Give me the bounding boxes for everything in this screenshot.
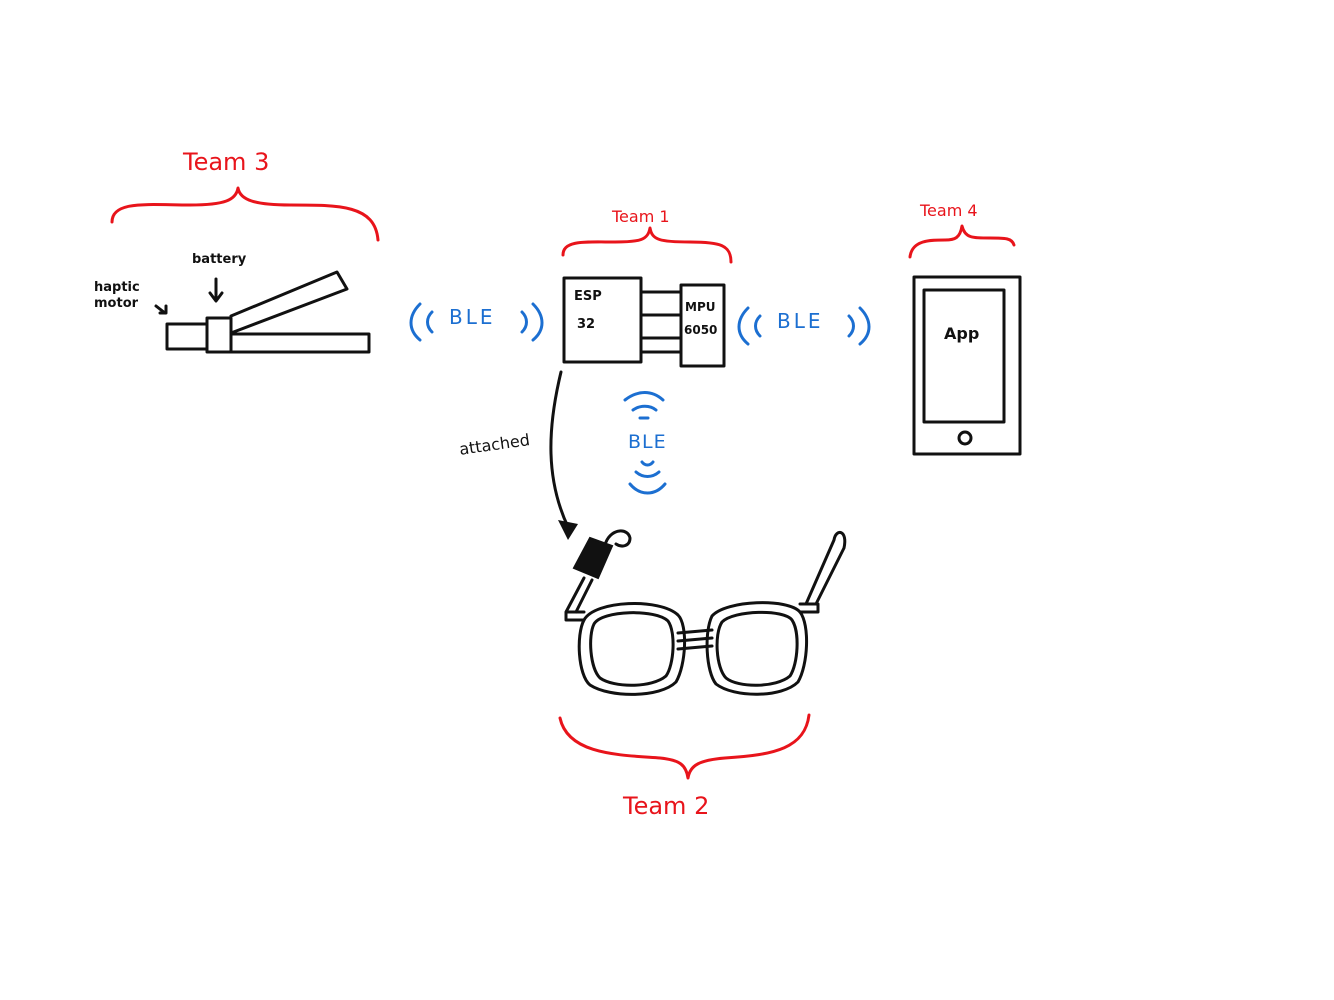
phone xyxy=(912,275,1022,456)
glasses-right-lens-inner xyxy=(715,610,799,687)
ble-right-waves xyxy=(737,306,871,346)
motor-arrow xyxy=(154,304,168,315)
mpu-label-line1: MPU xyxy=(685,300,716,314)
ble-right-label: BLE xyxy=(777,309,824,333)
team4-brace xyxy=(908,224,1016,259)
glasses-left-hook xyxy=(604,529,632,548)
phone-body xyxy=(912,275,1022,456)
glasses-left-lens-inner xyxy=(589,611,675,687)
module-wires xyxy=(639,290,683,354)
haptic-motor-label: haptic motor xyxy=(94,280,140,311)
attached-arrowhead xyxy=(558,520,578,540)
esp32-mpu-module xyxy=(562,276,726,368)
ble-left-waves xyxy=(409,302,544,342)
esp32-board xyxy=(562,276,643,364)
phone-home-button xyxy=(957,430,973,446)
esp-label-line1: ESP xyxy=(574,289,602,304)
battery-label: battery xyxy=(192,252,247,267)
ble-down-label: BLE xyxy=(628,431,667,453)
ble-down-waves xyxy=(623,391,667,495)
team3-label: Team 3 xyxy=(183,148,270,176)
glasses-right-lens-outer xyxy=(705,601,809,696)
team4-label: Team 4 xyxy=(920,201,978,220)
glasses-right-temple xyxy=(798,531,847,614)
glasses xyxy=(564,529,847,696)
esp-label-line2: 32 xyxy=(577,317,596,332)
team2-label: Team 2 xyxy=(623,792,710,820)
glasses-bridge xyxy=(676,628,714,651)
haptic-base-arm xyxy=(229,332,371,354)
haptic-motor-shape xyxy=(165,322,209,351)
team1-label: Team 1 xyxy=(612,207,670,226)
mpu6050-board xyxy=(679,283,726,368)
esp32-module-on-glasses xyxy=(572,536,614,580)
attached-arrow xyxy=(549,370,578,540)
app-label: App xyxy=(944,324,980,343)
haptic-angled-arm xyxy=(229,270,349,335)
glasses-left-lens-outer xyxy=(577,602,687,696)
battery-shape xyxy=(205,316,233,354)
team3-brace xyxy=(110,186,380,242)
battery-arrow xyxy=(208,277,224,303)
glasses-left-temple xyxy=(564,576,594,622)
mpu-label-line2: 6050 xyxy=(684,323,718,337)
team2-brace xyxy=(558,713,811,780)
team1-brace xyxy=(561,226,733,264)
phone-screen xyxy=(922,288,1006,424)
ble-left-label: BLE xyxy=(449,305,496,329)
haptic-device xyxy=(154,270,371,354)
